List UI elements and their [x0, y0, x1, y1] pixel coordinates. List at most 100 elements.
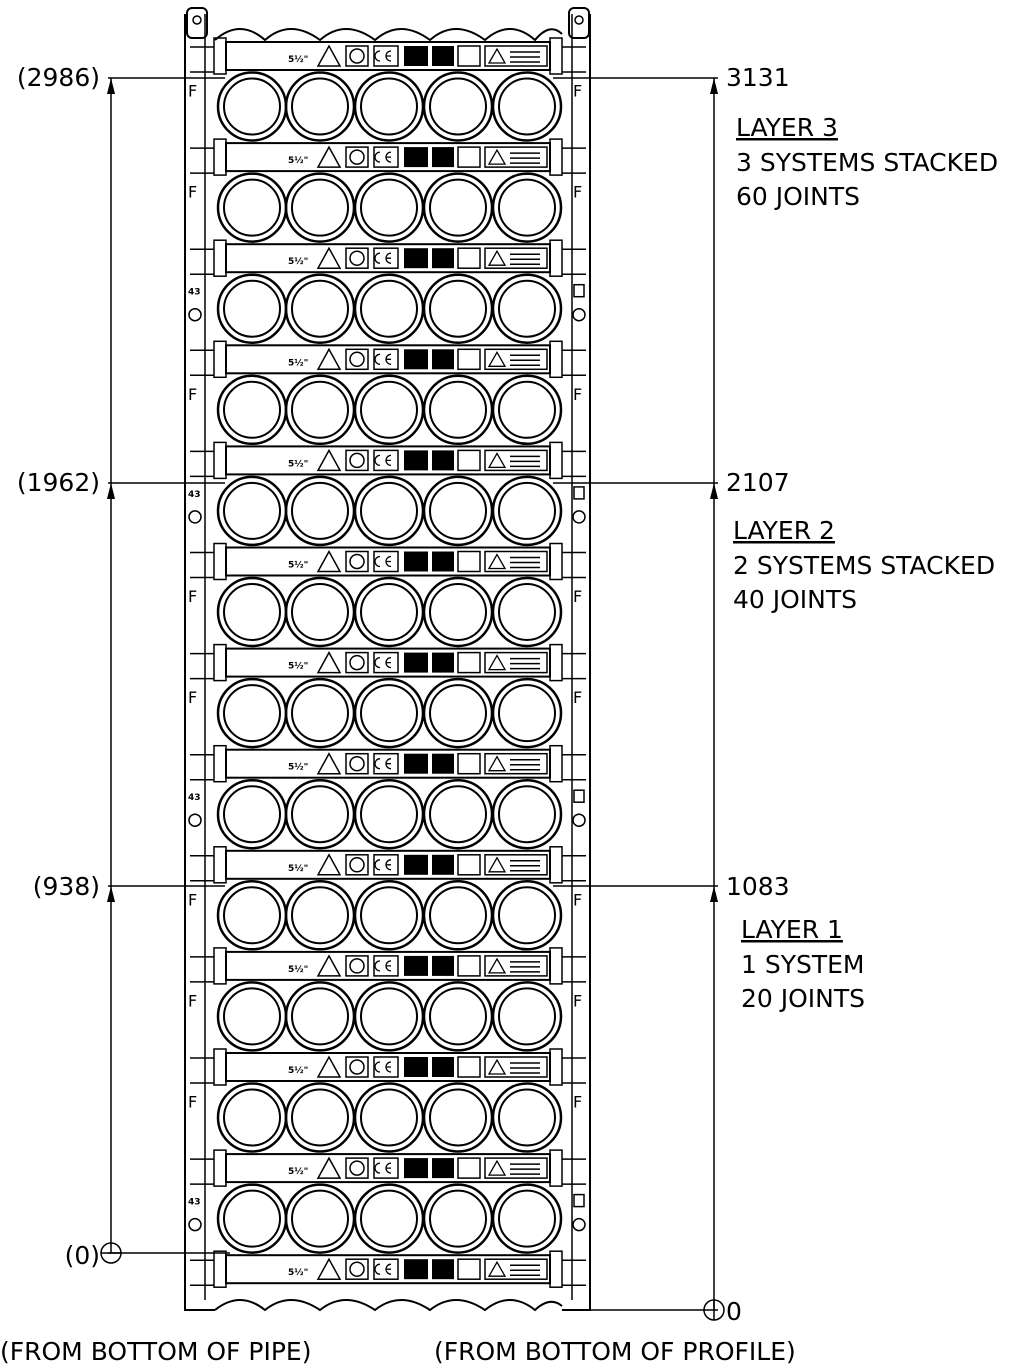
pipe-inner	[498, 583, 556, 641]
pipe-inner	[498, 279, 556, 338]
warning-triangle-icon	[316, 246, 342, 269]
strip-clamp-left	[213, 1048, 227, 1086]
pipe-inner	[429, 886, 487, 945]
pipe-size-label: 5½"	[288, 1267, 308, 1278]
pipe-inner	[498, 1189, 556, 1248]
footer-right-caption: (FROM BOTTOM OF PROFILE)	[434, 1337, 796, 1366]
strip-shoulder-lines	[190, 551, 586, 579]
left-dim-0: (0)	[65, 1241, 100, 1270]
pipe-inner	[429, 684, 487, 743]
lifting-eye-left	[186, 7, 208, 39]
pipe-outer	[284, 475, 356, 547]
pipe-outer	[216, 1082, 288, 1153]
strip-clamp-right	[549, 1250, 563, 1288]
pipe-size-label: 5½"	[288, 458, 308, 469]
footer-left-caption: (FROM BOTTOM OF PIPE)	[0, 1337, 311, 1366]
label-strip: 5½"	[190, 239, 586, 277]
pipe-inner	[223, 178, 281, 237]
pipe-outer	[491, 273, 563, 344]
pipe-outer	[284, 778, 356, 850]
layer-1-line2: 20 JOINTS	[741, 984, 865, 1013]
blank-symbol-box	[457, 550, 481, 573]
strip-clamp-right	[549, 340, 563, 379]
pipe-outer	[422, 981, 494, 1052]
side-mark-left: 43	[188, 793, 201, 803]
side-mark-right: F	[573, 385, 582, 404]
pipe-row: 43	[188, 1183, 586, 1254]
side-mark-left: F	[188, 82, 197, 101]
pipe-outer	[422, 273, 494, 344]
strip-clamp-left	[213, 947, 227, 985]
pipe-outer	[491, 172, 563, 243]
pipe-outer	[491, 677, 563, 749]
info-triangle-icon	[487, 1260, 507, 1277]
circle-symbol-icon	[349, 250, 365, 266]
info-text-lines	[510, 1062, 540, 1074]
side-mark-right: F	[573, 183, 582, 202]
strip-clamp-right	[549, 1149, 563, 1187]
pipe-outer	[284, 880, 356, 951]
warning-triangle-icon	[316, 1257, 342, 1280]
info-box	[484, 854, 548, 876]
pipe-row: 43	[188, 778, 586, 850]
blank-symbol-box	[457, 651, 481, 674]
blank-symbol-box	[457, 955, 481, 977]
dark-symbol-icon	[404, 248, 428, 269]
info-box	[484, 651, 548, 674]
ce-mark-box	[373, 247, 399, 269]
dark-symbol-icon	[404, 1259, 428, 1280]
info-text-lines	[510, 556, 540, 569]
info-box	[484, 247, 548, 269]
pipe-outer	[284, 576, 356, 648]
pipe-inner	[291, 178, 349, 237]
strip-shoulder-lines	[190, 753, 586, 781]
ce-mark-box	[373, 45, 399, 67]
strip-clamp-right	[549, 643, 563, 682]
pipe-outer	[491, 475, 563, 547]
strip-clamp-right	[549, 441, 563, 480]
pipe-inner	[360, 1189, 418, 1248]
symbol-box	[345, 651, 369, 674]
pipe-inner	[498, 481, 556, 540]
blank-symbol-box	[457, 449, 481, 472]
strip-clamp-left	[213, 1250, 227, 1288]
circle-symbol-icon	[349, 553, 365, 570]
pipe-inner	[223, 886, 281, 945]
pipe-outer	[353, 576, 425, 648]
strip-clamp-left	[213, 340, 227, 379]
warning-triangle-icon	[316, 853, 342, 876]
strip-clamp-right	[549, 947, 563, 985]
dark-symbol-icon	[404, 46, 428, 66]
info-text-lines	[510, 657, 540, 670]
pipe-inner	[291, 785, 349, 844]
pipe-inner	[223, 380, 281, 439]
pipe-inner	[429, 77, 487, 136]
pipe-inner	[291, 279, 349, 338]
ce-mark-box	[373, 854, 399, 876]
dark-symbol-icon	[404, 450, 428, 471]
warning-triangle-icon	[316, 549, 342, 573]
strip-shoulder-lines	[190, 147, 586, 174]
dark-symbol-icon	[404, 551, 428, 572]
ce-mark-glyph	[374, 151, 392, 163]
pipe-outer	[216, 71, 288, 142]
info-box	[484, 146, 548, 168]
pipe-size-label: 5½"	[288, 762, 308, 773]
pipe-inner	[291, 380, 349, 439]
dark-symbol-icon-2	[432, 955, 454, 976]
strip-clamp-right	[549, 239, 563, 277]
pipe-size-label: 5½"	[288, 155, 308, 166]
symbol-box	[345, 348, 369, 371]
pipe-inner	[223, 785, 281, 844]
info-text-lines	[510, 51, 540, 63]
layer-3-line1: 3 SYSTEMS STACKED	[736, 148, 998, 177]
lifting-eye-left-hole	[192, 15, 202, 25]
strip-shoulder-lines	[190, 349, 586, 377]
info-text-lines	[510, 1264, 540, 1276]
side-mark-left: F	[188, 688, 197, 707]
pipe-inner	[360, 785, 418, 844]
side-hole-right	[572, 813, 586, 827]
